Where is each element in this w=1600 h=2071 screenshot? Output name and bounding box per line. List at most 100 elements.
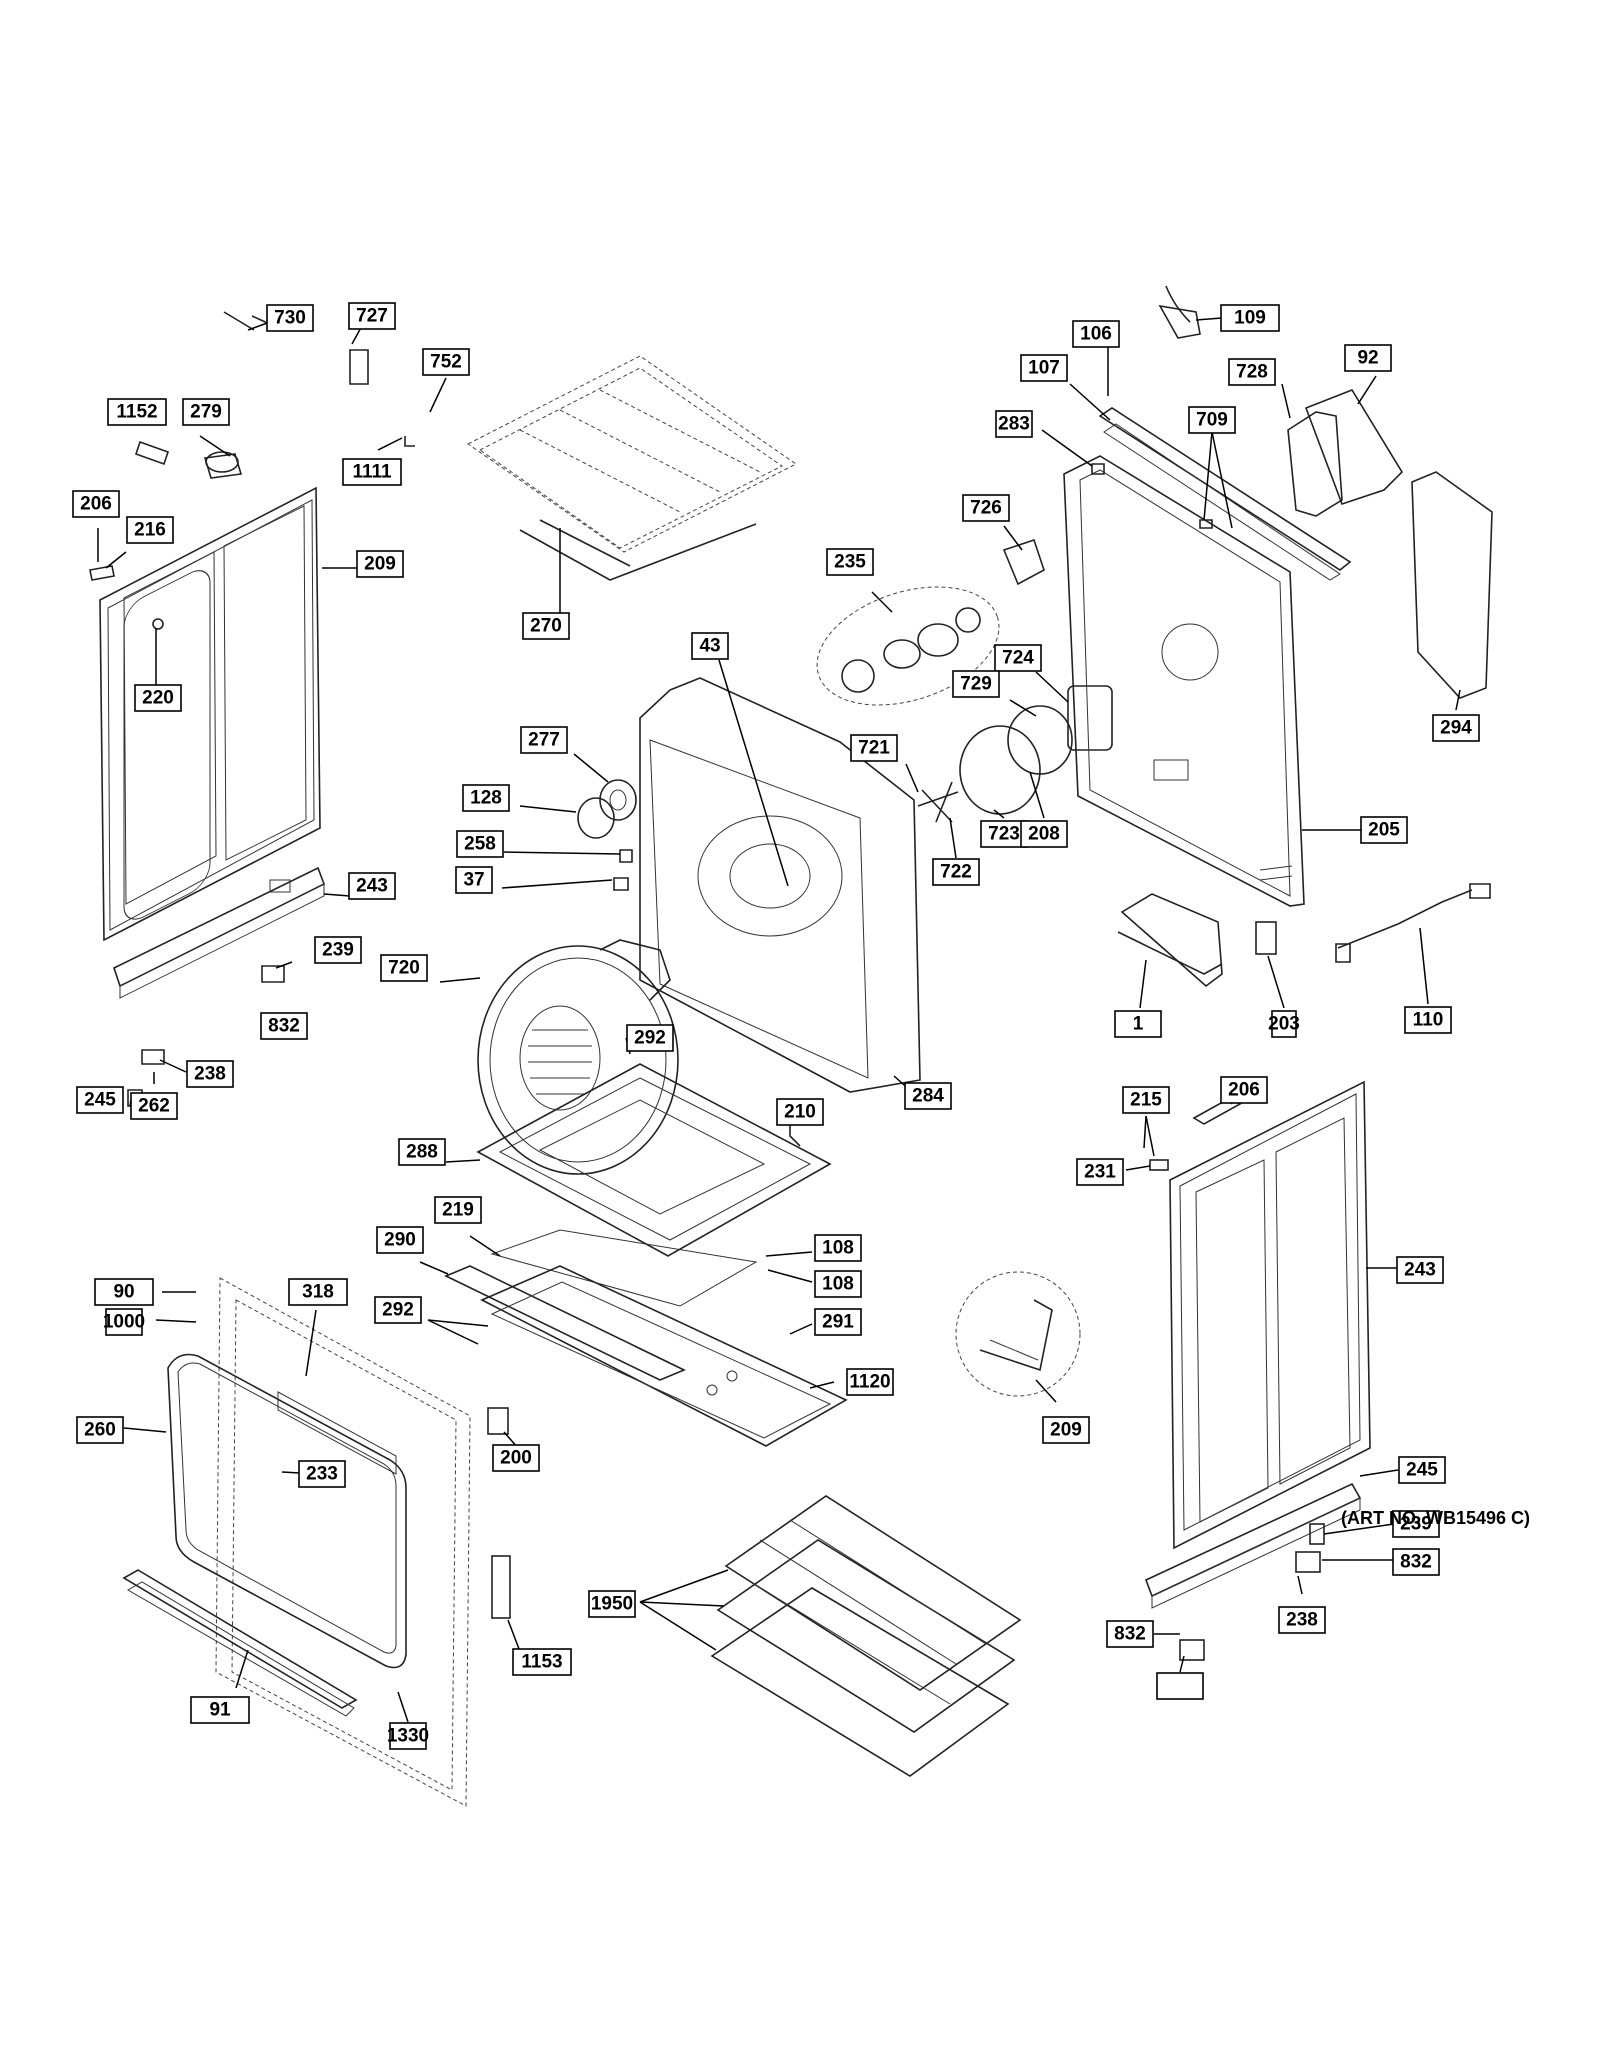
callout-238-right: 832 (1106, 1620, 1154, 1648)
svg-text:233: 233 (306, 1464, 338, 1485)
svg-text:239: 239 (322, 940, 354, 961)
callout-832-right-b (1156, 1672, 1204, 1700)
callout-110: 206 (1220, 1076, 1268, 1104)
svg-text:206: 206 (80, 494, 112, 515)
callout-90: 1000 (103, 1308, 145, 1336)
center-small-parts-drawing (577, 779, 801, 1147)
art-number: (ART NO. WB15496 C) (1340, 1508, 1530, 1528)
svg-text:92: 92 (1357, 348, 1378, 369)
callout-209-right: 243 (1396, 1256, 1444, 1284)
svg-text:108: 108 (822, 1238, 854, 1259)
svg-text:260: 260 (84, 1420, 116, 1441)
svg-text:209: 209 (364, 554, 396, 575)
svg-text:277: 277 (528, 730, 560, 751)
callout-279: 279 (182, 398, 230, 426)
callout-709: 726 (962, 494, 1010, 522)
door-hinge-drawing (487, 1407, 511, 1619)
svg-text:832: 832 (268, 1016, 300, 1037)
oven-door-drawing (122, 1277, 471, 1807)
svg-text:208: 208 (1028, 824, 1060, 845)
callout-239-right: 832 (1392, 1548, 1440, 1576)
callout-216: 216 (126, 516, 174, 544)
callout-219: 108 (814, 1234, 862, 1262)
callout-318: 260 (76, 1416, 124, 1444)
leader-lines (97, 317, 1461, 1723)
svg-text:1152: 1152 (116, 402, 157, 423)
callout-205: 294 (1432, 714, 1480, 742)
callout-723: 208 (1020, 820, 1068, 848)
callout-730: 730 (266, 304, 314, 332)
oven-bottom-drawing (476, 1063, 832, 1257)
callout-238-left: 238 (186, 1060, 234, 1088)
svg-text:832: 832 (1114, 1624, 1146, 1645)
oven-racks-drawing (710, 1495, 1022, 1777)
svg-text:231: 231 (1084, 1162, 1116, 1183)
callout-292-upper: 292 (626, 1024, 674, 1052)
callout-220: 220 (134, 684, 182, 712)
svg-text:722: 722 (940, 862, 972, 883)
convection-fan-cover-drawing (477, 939, 679, 1175)
svg-text:200: 200 (500, 1448, 532, 1469)
callout-108-left: 292 (374, 1296, 422, 1324)
callout-1330: 1153 (512, 1648, 572, 1676)
callout-258: 258 (456, 830, 504, 858)
callout-720: 720 (380, 954, 428, 982)
bracket-detail-drawing (955, 1271, 1081, 1397)
callout-832-right-a: 238 (1278, 1606, 1326, 1634)
svg-text:1111: 1111 (352, 462, 392, 483)
callout-209-left: 209 (356, 550, 404, 578)
callout-726: 724 (994, 644, 1042, 672)
rear-wall-panel-drawing (1063, 455, 1305, 907)
callout-729: 721 (850, 734, 898, 762)
svg-text:210: 210 (784, 1102, 816, 1123)
callout-270: 270 (522, 612, 570, 640)
callout-290: 219 (434, 1196, 482, 1224)
callout-108-right: 108 (814, 1270, 862, 1298)
callout-294: 1 (1114, 1010, 1162, 1038)
right-side-panel-drawing (1169, 1080, 1371, 1550)
svg-text:91: 91 (209, 1700, 231, 1721)
callout-91: 1330 (387, 1722, 429, 1750)
svg-text:107: 107 (1028, 358, 1060, 379)
svg-text:1000: 1000 (103, 1312, 145, 1333)
callout-203: 110 (1404, 1006, 1452, 1034)
callout-245-right: 239 (1392, 1510, 1440, 1538)
callout-283: 709 (1188, 406, 1236, 434)
callout-37: 37 (455, 866, 493, 894)
svg-text:262: 262 (138, 1096, 170, 1117)
svg-text:1120: 1120 (849, 1372, 890, 1393)
svg-text:720: 720 (388, 958, 420, 979)
callout-727: 727 (348, 302, 396, 330)
svg-text:284: 284 (912, 1086, 944, 1107)
callout-1111: 1111 (342, 458, 402, 486)
oven-back-panel-drawing (639, 677, 921, 1093)
svg-text:110: 110 (1413, 1010, 1444, 1031)
callout-109: 106 (1072, 320, 1120, 348)
callout-728: 92 (1344, 344, 1392, 372)
callout-1000: 318 (288, 1278, 348, 1306)
callout-288: 290 (376, 1226, 424, 1254)
svg-text:283: 283 (998, 414, 1030, 435)
callout-208: 205 (1360, 816, 1408, 844)
svg-text:216: 216 (134, 520, 166, 541)
top-panel-drawing (467, 355, 797, 581)
callout-284: 210 (776, 1098, 824, 1126)
callout-1120: 90 (94, 1278, 154, 1306)
svg-text:728: 728 (1236, 362, 1268, 383)
svg-text:279: 279 (190, 402, 222, 423)
svg-text:109: 109 (1234, 308, 1266, 329)
svg-text:235: 235 (834, 552, 866, 573)
svg-text:108: 108 (822, 1274, 854, 1295)
svg-text:290: 290 (384, 1230, 416, 1251)
svg-text:291: 291 (822, 1312, 854, 1333)
svg-text:288: 288 (406, 1142, 438, 1163)
callout-1950: 91 (190, 1696, 250, 1724)
callout-722: 723 (980, 820, 1028, 848)
svg-text:238: 238 (194, 1064, 226, 1085)
callout-233: 200 (492, 1444, 540, 1472)
callout-243-right: 245 (1398, 1456, 1446, 1484)
svg-text:832: 832 (1400, 1552, 1432, 1573)
svg-text:1: 1 (1133, 1014, 1144, 1035)
right-small-parts-drawing (1149, 285, 1325, 1661)
callout-1152: 1152 (107, 398, 167, 426)
